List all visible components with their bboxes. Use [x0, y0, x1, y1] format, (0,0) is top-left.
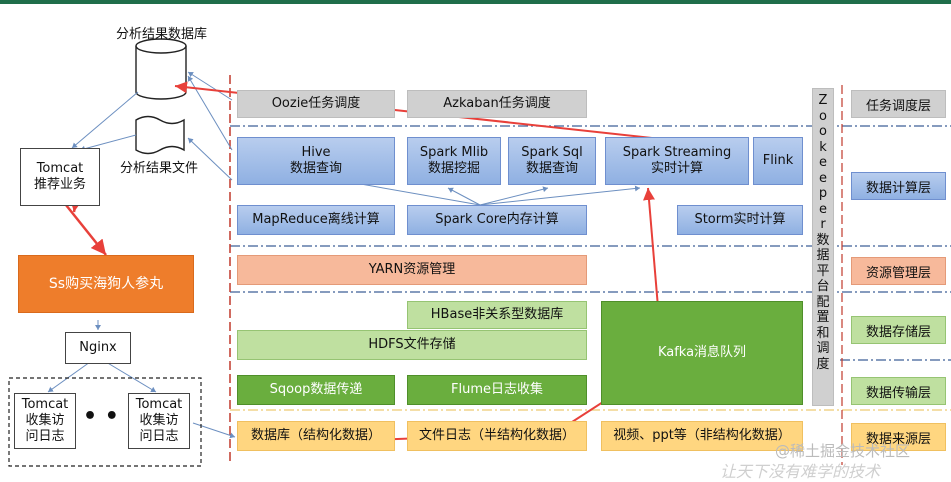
red-arrow	[61, 199, 107, 256]
source-log-box: 文件日志（半结构化数据）	[407, 421, 587, 451]
zookeeper-char: e	[819, 170, 827, 186]
storm-box: Storm实时计算	[677, 205, 803, 235]
nginx-box: Nginx	[65, 332, 131, 364]
zookeeper-char: k	[819, 139, 827, 155]
arrow	[187, 71, 233, 101]
zookeeper-char: 据	[816, 248, 830, 263]
spark-sql-box: Spark Sql 数据查询	[508, 137, 596, 185]
arrow	[105, 361, 157, 393]
zookeeper-char: p	[818, 186, 828, 201]
zookeeper-column: Z o o k e e p e r 数 据 平 台 配 置 和 调 度	[812, 88, 834, 406]
arrow	[47, 361, 91, 393]
zookeeper-char: 平	[816, 263, 830, 279]
arrow	[192, 422, 236, 439]
layer-label-compute: 数据计算层	[851, 172, 946, 200]
spark-streaming-box: Spark Streaming 实时计算	[605, 137, 749, 185]
source-video-box: 视频、ppt等（非结构化数据）	[601, 421, 803, 451]
layer-label-schedule: 任务调度层	[851, 90, 946, 118]
flume-box: Flume日志收集	[407, 375, 587, 405]
zookeeper-char: 度	[816, 356, 830, 372]
flink-box: Flink	[753, 137, 803, 185]
sqoop-box: Sqoop数据传递	[237, 375, 395, 405]
arrow	[479, 186, 549, 206]
database-label: 分析结果数据库	[116, 27, 208, 42]
layer-label-source: 数据来源层	[851, 423, 946, 451]
hbase-box: HBase非关系型数据库	[407, 301, 587, 329]
watermark-text: @稀土掘金技术社区	[775, 442, 911, 460]
zookeeper-char: 数	[816, 232, 830, 248]
arrow	[187, 75, 233, 151]
layer-label-resource: 资源管理层	[851, 257, 946, 285]
database-icon	[135, 38, 187, 100]
file-label: 分析结果文件	[120, 161, 199, 176]
zookeeper-char: 和	[816, 325, 830, 341]
zookeeper-char: o	[819, 108, 827, 124]
zookeeper-char: e	[819, 155, 827, 170]
yarn-box: YARN资源管理	[237, 255, 587, 285]
zookeeper-char: 置	[816, 310, 830, 325]
zookeeper-char: 台	[816, 279, 830, 294]
spark-mlib-box: Spark Mlib 数据挖掘	[407, 137, 501, 185]
arrow	[447, 187, 481, 206]
arrow	[79, 134, 137, 152]
zookeeper-char: 调	[816, 341, 830, 356]
hive-box: Hive 数据查询	[237, 137, 395, 185]
arrow	[187, 137, 233, 181]
hdfs-box: HDFS文件存储	[237, 330, 587, 360]
shop-box: Ss购买海狗人参丸	[18, 255, 194, 313]
tomcat-log-box-1: Tomcat 收集访 问日志	[14, 393, 76, 449]
spark-core-box: Spark Core内存计算	[407, 205, 587, 235]
tomcat-recommend-box: Tomcat 推荐业务	[20, 148, 100, 206]
oozie-box: Oozie任务调度	[237, 90, 395, 118]
source-db-box: 数据库（结构化数据）	[237, 421, 395, 451]
layer-label-transfer: 数据传输层	[851, 377, 946, 405]
tomcat-log-box-2: Tomcat 收集访 问日志	[128, 393, 190, 449]
layer-label-storage: 数据存储层	[851, 316, 946, 344]
arrow	[71, 91, 139, 149]
zookeeper-char: Z	[818, 93, 828, 108]
azkaban-box: Azkaban任务调度	[407, 90, 587, 118]
kafka-box: Kafka消息队列	[601, 301, 803, 405]
watermark-subtext: 让天下没有难学的技术	[720, 462, 881, 481]
mapreduce-box: MapReduce离线计算	[237, 205, 395, 235]
zookeeper-char: 配	[816, 294, 830, 310]
file-icon	[135, 115, 185, 155]
top-accent-bar	[0, 0, 951, 4]
zookeeper-char: r	[820, 217, 826, 232]
zookeeper-char: e	[819, 201, 827, 217]
arrow	[479, 185, 641, 206]
zookeeper-char: o	[819, 124, 827, 139]
